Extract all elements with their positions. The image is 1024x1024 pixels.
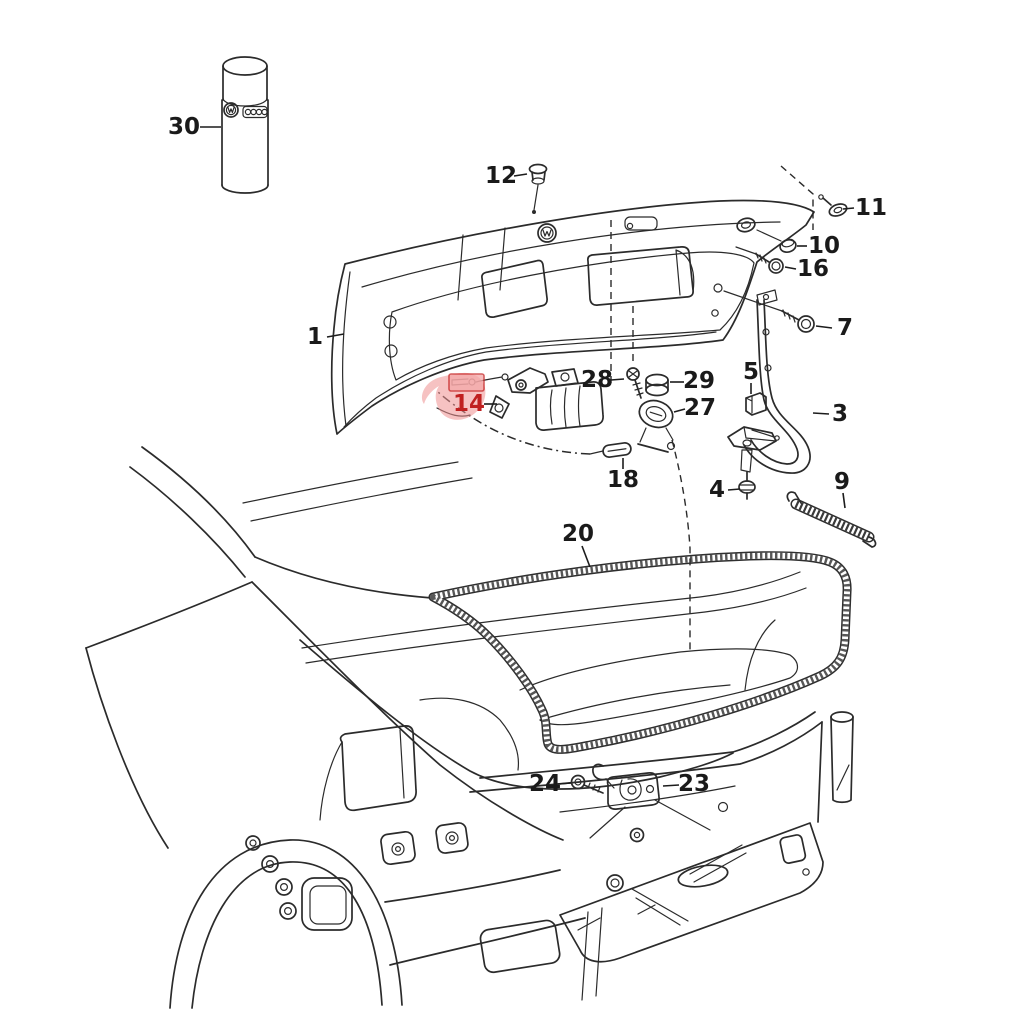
leader-line (784, 266, 797, 270)
hinge-clip-5 (745, 392, 767, 416)
part-number-text: 5 (743, 359, 759, 385)
leader-line (812, 412, 830, 415)
part-number-text: 29 (683, 368, 715, 394)
hinge-bracket-4 (727, 426, 780, 500)
leader-line (673, 408, 686, 413)
part-label-3[interactable]: 3 (812, 401, 848, 427)
audi-rings-icon (242, 105, 268, 119)
part-label-29[interactable]: 29 (670, 368, 715, 394)
part-number-text: 1 (307, 324, 323, 350)
nut-10 (756, 229, 797, 254)
leader-line (581, 545, 591, 568)
bolt-7 (723, 290, 815, 333)
part-label-16[interactable]: 16 (784, 256, 829, 282)
screw-24 (570, 774, 604, 794)
part-number-text: 3 (832, 401, 848, 427)
vw-roundel-icon (223, 102, 239, 118)
hinge-arm (742, 289, 811, 474)
grommet (736, 217, 756, 233)
leader-line (326, 333, 345, 338)
leader-line (727, 488, 741, 491)
trunk-lid (330, 199, 815, 435)
leader-line (815, 325, 833, 329)
torsion-spring-9 (786, 491, 877, 548)
part-label-18[interactable]: 18 (607, 458, 639, 493)
striker-23 (592, 763, 660, 810)
part-number-text: 24 (529, 771, 561, 797)
leader-line (557, 782, 572, 785)
part-number-text: 14 (453, 391, 485, 417)
part-label-11[interactable]: 11 (842, 195, 887, 221)
part-label-20[interactable]: 20 (562, 521, 594, 568)
paint-spray-can (221, 56, 269, 194)
part-number-text: 4 (709, 477, 725, 503)
car-body-outline (85, 446, 823, 1009)
part-label-9[interactable]: 9 (834, 469, 850, 509)
part-label-14[interactable]: 14 (453, 391, 497, 417)
part-number-text: 28 (581, 367, 613, 393)
plug-11 (780, 165, 848, 230)
part-number-text: 30 (168, 114, 200, 140)
rear-panel-details (245, 711, 854, 1001)
part-number-text: 11 (855, 195, 887, 221)
part-number-text: 16 (797, 256, 829, 282)
part-label-10[interactable]: 10 (797, 233, 840, 259)
leader-line (842, 207, 855, 210)
plug-12 (528, 163, 548, 214)
part-label-28[interactable]: 28 (581, 367, 625, 393)
part-label-1[interactable]: 1 (307, 324, 345, 350)
part-number-text: 9 (834, 469, 850, 495)
highlight-part-14[interactable] (421, 372, 486, 420)
part-label-5[interactable]: 5 (743, 359, 759, 394)
part-label-7[interactable]: 7 (815, 315, 853, 341)
part-number-text: 10 (808, 233, 840, 259)
bolt-16 (735, 246, 784, 274)
part-number-text: 7 (837, 315, 853, 341)
part-label-12[interactable]: 12 (485, 163, 528, 189)
part-label-4[interactable]: 4 (709, 477, 741, 503)
vw-emblem-icon (537, 223, 557, 243)
leader-line (513, 173, 528, 177)
leader-line (610, 378, 625, 381)
leader-line (842, 492, 846, 509)
part-number-text: 20 (562, 521, 594, 547)
locator-dashed-line (780, 165, 814, 230)
part-number-text: 27 (684, 395, 716, 421)
part-label-24[interactable]: 24 (529, 771, 572, 797)
part-label-30[interactable]: 30 (168, 114, 221, 140)
part-number-text: 18 (607, 467, 639, 493)
part-number-text: 23 (678, 771, 710, 797)
part-label-23[interactable]: 23 (662, 771, 710, 797)
part-label-27[interactable]: 27 (673, 395, 716, 421)
trunk-seal (428, 551, 852, 754)
part-number-text: 12 (485, 163, 517, 189)
leader-line (662, 784, 680, 787)
